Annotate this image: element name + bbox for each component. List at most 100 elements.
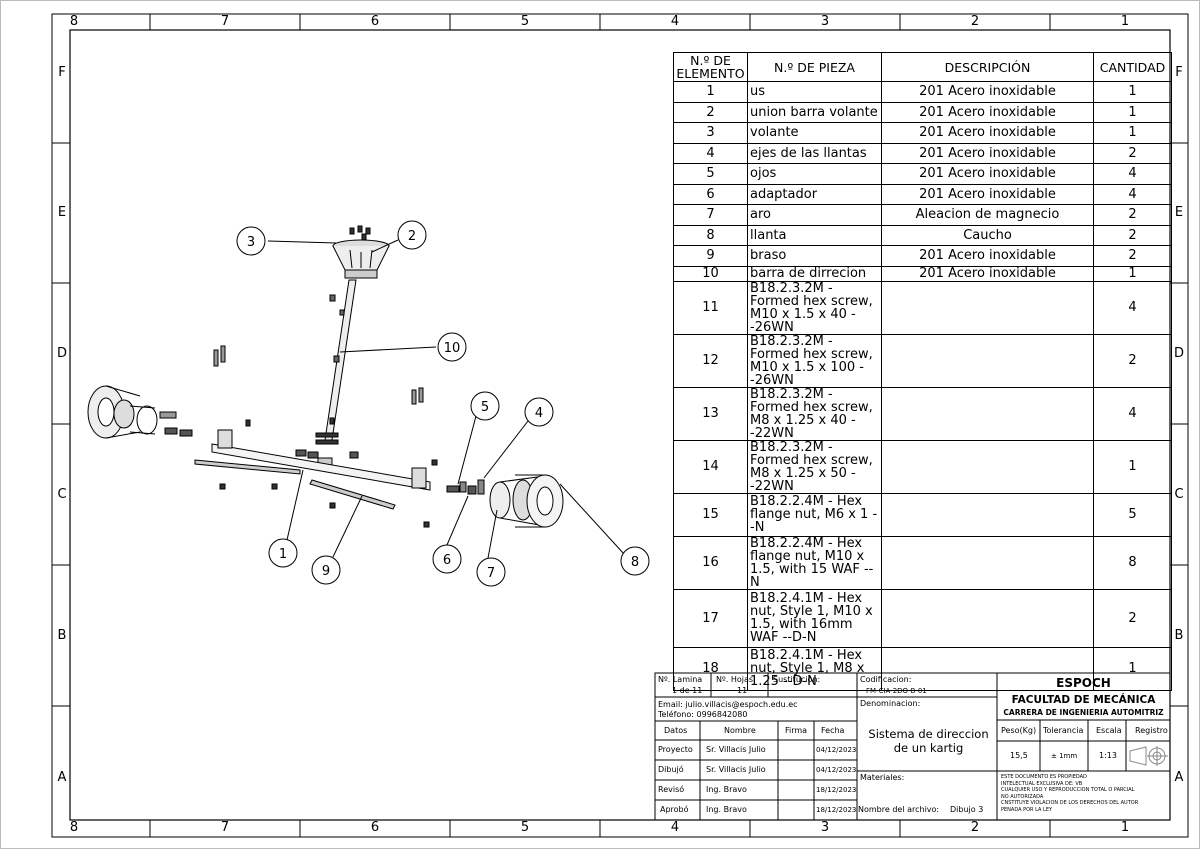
bom-cell-quantity: 2 [1093,333,1172,388]
balloon-4 [524,397,554,427]
zone-row-c-left: C [57,487,67,502]
zone-col-1-top: 1 [1120,14,1130,29]
zone-col-3-bottom: 3 [820,820,830,835]
bom-cell-part: barra de dirrecion [747,265,882,282]
balloon-5 [470,391,500,421]
col-nombre: Nombre [724,726,756,735]
escala-value: 1:13 [1099,751,1117,760]
balloon-label-6: 6 [443,553,451,568]
bom-cell-description: 201 Acero inoxidable [881,142,1094,164]
zone-row-c-right: C [1174,487,1184,502]
bom-cell-quantity: 4 [1093,280,1172,335]
zone-row-e-right: E [1174,205,1184,220]
bom-cell-part: B18.2.4.1M - Hex nut, Style 1, M10 x 1.5… [747,588,882,648]
sustitucion-label: Sustitucion: [773,675,821,684]
balloon-10 [437,332,467,362]
peso-value: 15,5 [1010,751,1028,760]
archivo-label: Nombre del archivo: [858,805,940,814]
zone-col-4-top: 4 [670,14,680,29]
zone-col-2-bottom: 2 [970,820,980,835]
zone-row-b-right: B [1174,628,1184,643]
bom-header-description: DESCRIPCIÓN [881,52,1094,82]
zone-col-3-top: 3 [820,14,830,29]
notice-line: CNSTITUYE VIOLACION DE LOS DERECHOS DEL … [1001,800,1139,807]
zone-col-8-top: 8 [69,14,79,29]
bom-cell-part: adaptador [747,183,882,205]
col-fecha: Fecha [821,726,845,735]
zone-row-f-right: F [1175,65,1183,80]
notice-line: INTELECTUAL EXCLUSIVA DE: VB [1001,780,1083,787]
zone-col-2-top: 2 [970,14,980,29]
bom-cell-part: B18.2.4.1M - Hex nut, Style 1, M8 x 1.25… [747,646,882,691]
balloon-label-4: 4 [535,406,543,421]
bom-cell-description: Aleacion de magnecio [881,204,1094,226]
bill-of-materials-table: N.º DE ELEMENTO N.º DE PIEZA DESCRIPCIÓN… [673,52,1172,691]
tolerancia-value: ± 1mm [1051,752,1078,760]
zone-row-a-left: A [57,770,67,785]
bom-cell-part: B18.2.2.4M - Hex flange nut, M6 x 1 --N [747,492,882,537]
bom-cell-element: 15 [673,492,748,537]
zone-col-5-top: 5 [520,14,530,29]
property-notice: ESTE DOCUMENTO ES PROPIEDAD INTELECTUAL … [1001,774,1138,814]
zone-row-d-left: D [56,346,67,361]
bom-header-element: N.º DE ELEMENTO [673,52,748,82]
bom-cell-description [881,280,1094,335]
hojas-label: Nº. Hojas: [716,675,756,684]
name-dibujo: Sr. Villacis Julio [706,765,766,774]
email-text: Email: julio.villacis@espoch.edu.ec [658,700,798,709]
balloon-7 [476,557,506,587]
zone-row-b-left: B [57,628,67,643]
bom-cell-part: B18.2.2.4M - Hex flange nut, M10 x 1.5, … [747,535,882,590]
balloon-label-7: 7 [487,566,495,581]
codificacion-value: FM-CIA-2DO-B-01 [866,687,927,695]
name-reviso: Ing. Bravo [706,785,747,794]
phone-text: Teléfono: 0996842080 [658,710,748,719]
bom-cell-quantity: 4 [1093,386,1172,441]
zone-col-7-top: 7 [220,14,230,29]
zone-col-8-bottom: 8 [69,820,79,835]
balloon-3 [236,226,266,256]
balloon-9 [311,555,341,585]
balloon-8 [620,546,650,576]
name-aprobo: Ing. Bravo [706,805,747,814]
bom-cell-description [881,646,1094,691]
zone-col-6-top: 6 [370,14,380,29]
balloon-2 [397,220,427,250]
bom-cell-part: B18.2.3.2M - Formed hex screw, M8 x 1.25… [747,439,882,494]
role-reviso: Revisó [658,785,685,794]
role-aprobo: Aprobó [660,805,689,814]
zone-col-6-bottom: 6 [370,820,380,835]
balloon-label-9: 9 [322,564,330,579]
bom-header-quantity: CANTIDAD [1093,52,1172,82]
balloon-label-5: 5 [481,400,489,415]
registro-label: Registro [1135,726,1168,735]
bom-cell-quantity: 2 [1093,245,1172,267]
bom-cell-element: 17 [673,588,748,648]
denominacion-line-2: de un kartig [893,741,964,755]
materiales-label: Materiales: [860,773,905,782]
role-dibujo: Dibujó [658,765,684,774]
bom-cell-description [881,333,1094,388]
bom-cell-part: B18.2.3.2M - Formed hex screw, M10 x 1.5… [747,280,882,335]
notice-line: NO AUTORIZADA [1001,793,1044,800]
zone-row-d-right: D [1173,346,1184,361]
codificacion-label: Codificacion: [860,675,912,684]
balloon-label-2: 2 [408,229,416,244]
role-proyecto: Proyecto [658,745,693,754]
denominacion-line-1: Sistema de direccion [868,727,989,741]
zone-col-1-bottom: 1 [1120,820,1130,835]
lamina-label: Nº. Lamina [658,675,703,684]
balloon-1 [268,538,298,568]
balloon-6 [432,544,462,574]
denominacion-label: Denominacion: [860,699,921,708]
